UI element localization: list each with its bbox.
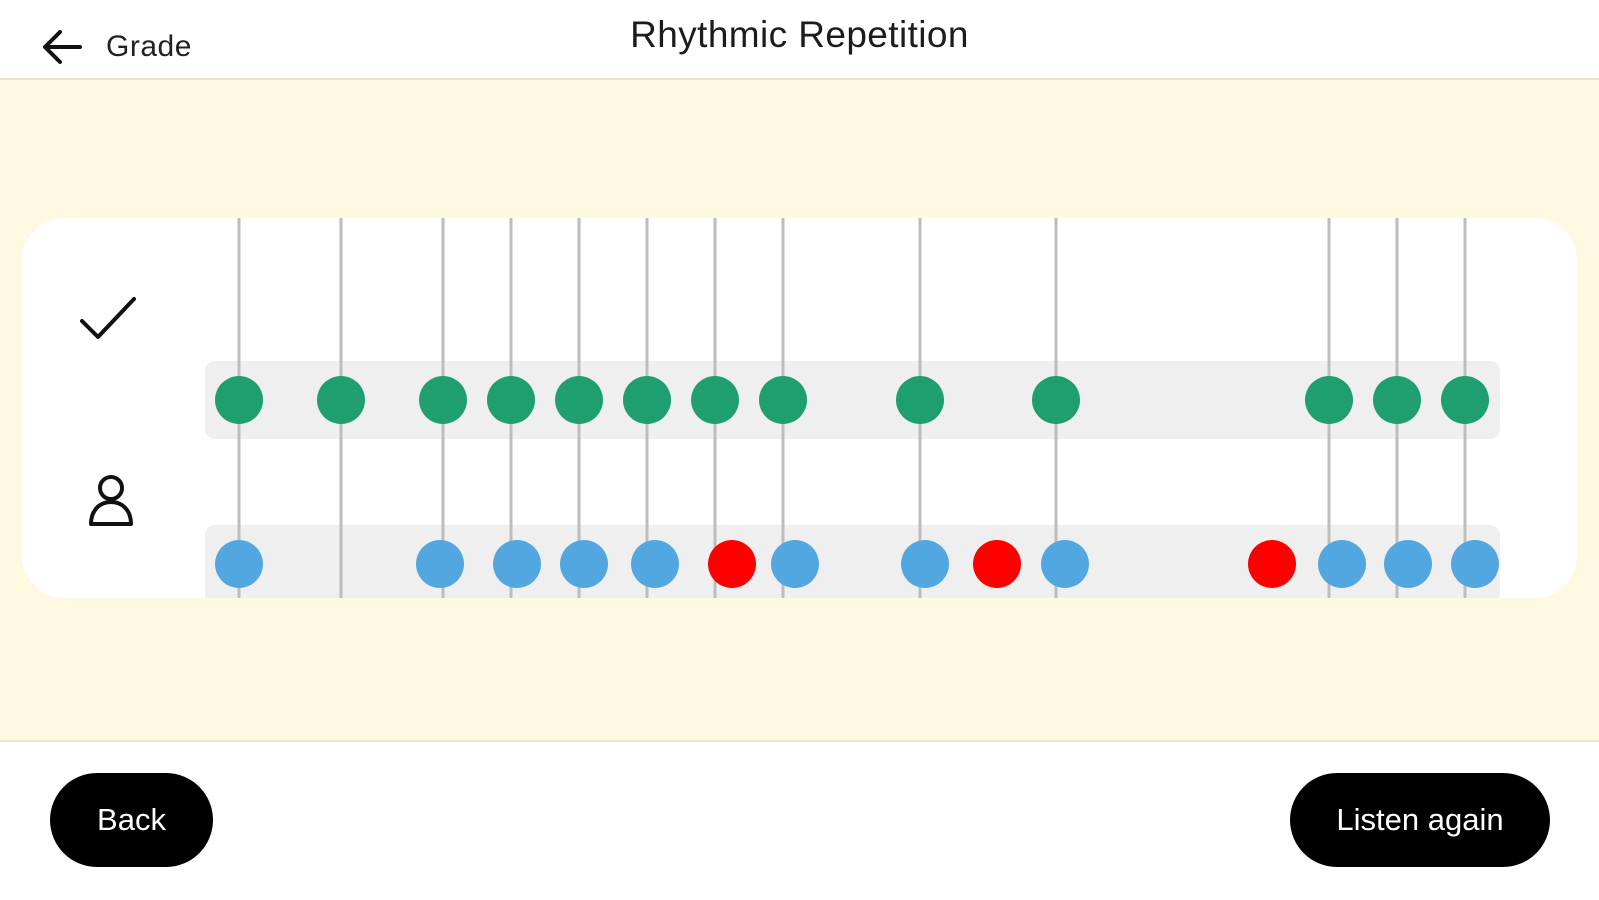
- rhythm-comparison-card: [22, 218, 1577, 598]
- reference-beat: [691, 376, 739, 424]
- user-tap-correct: [416, 540, 464, 588]
- reference-beat: [419, 376, 467, 424]
- grade-back-link[interactable]: Grade: [40, 22, 192, 72]
- user-tap-correct: [771, 540, 819, 588]
- user-tap-correct: [215, 540, 263, 588]
- listen-again-button[interactable]: Listen again: [1290, 773, 1550, 867]
- reference-beat: [1373, 376, 1421, 424]
- person-icon: [89, 475, 133, 526]
- user-tap-correct: [1451, 540, 1499, 588]
- user-tap-correct: [1041, 540, 1089, 588]
- user-tap-correct: [560, 540, 608, 588]
- back-link-label: Grade: [106, 30, 192, 63]
- checkmark-icon: [80, 297, 136, 339]
- user-tap-wrong: [1248, 540, 1296, 588]
- reference-beat: [487, 376, 535, 424]
- user-tap-correct: [1384, 540, 1432, 588]
- reference-beat: [759, 376, 807, 424]
- reference-beat: [623, 376, 671, 424]
- reference-track: [205, 361, 1500, 439]
- page-title: Rhythmic Repetition: [630, 14, 969, 55]
- user-tap-correct: [493, 540, 541, 588]
- top-bar: Grade Rhythmic Repetition: [0, 0, 1599, 80]
- reference-beat: [215, 376, 263, 424]
- rhythm-timeline: [205, 218, 1500, 598]
- user-tap-correct: [901, 540, 949, 588]
- user-tap-wrong: [973, 540, 1021, 588]
- reference-beat: [1305, 376, 1353, 424]
- arrow-left-icon: [43, 30, 82, 64]
- exercise-stage: [0, 80, 1599, 742]
- user-tap-wrong: [708, 540, 756, 588]
- user-tap-correct: [1318, 540, 1366, 588]
- reference-beat: [896, 376, 944, 424]
- user-track: [205, 525, 1500, 598]
- reference-beat: [317, 376, 365, 424]
- back-button[interactable]: Back: [50, 773, 213, 867]
- reference-beat: [1032, 376, 1080, 424]
- reference-beat: [555, 376, 603, 424]
- user-tap-correct: [631, 540, 679, 588]
- reference-beat: [1441, 376, 1489, 424]
